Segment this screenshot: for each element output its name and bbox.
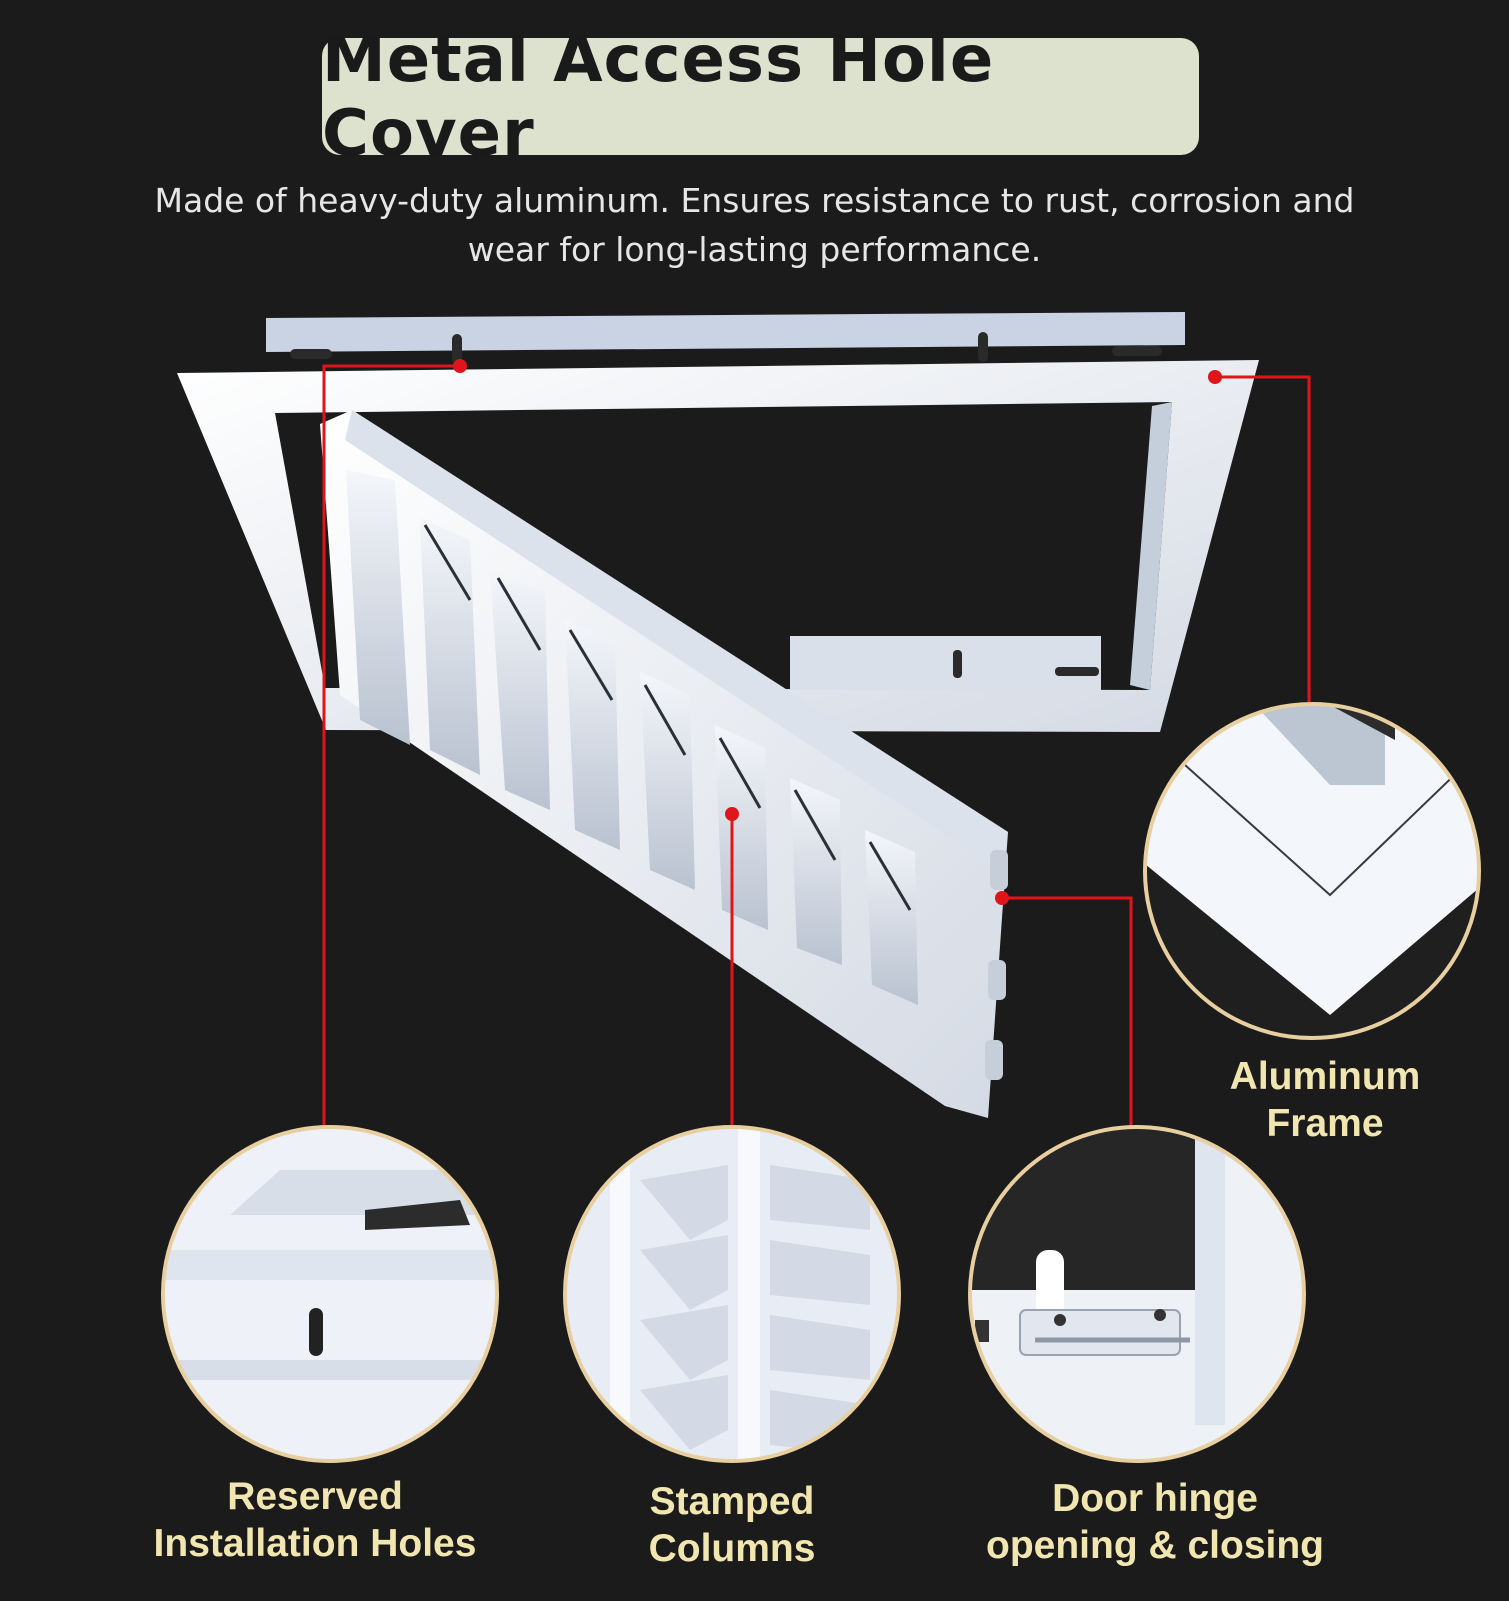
zoom-aluminum-frame: [1143, 702, 1481, 1040]
label-door-hinge: Door hinge opening & closing: [960, 1475, 1350, 1569]
label-installation-holes: Reserved Installation Holes: [120, 1473, 510, 1567]
label-stamped-columns: Stamped Columns: [582, 1478, 882, 1572]
zoom-stamped-columns: [563, 1125, 901, 1463]
leader-aluminum-frame: [1215, 375, 1311, 705]
description-line-2: wear for long-lasting performance.: [467, 230, 1042, 269]
leader-installation-holes: [322, 364, 460, 1125]
label-installation-holes-line-2: Installation Holes: [153, 1522, 477, 1565]
label-stamped-columns-line-2: Columns: [648, 1527, 816, 1570]
hinge-pins: [985, 850, 1008, 1080]
marker-dot-door-hinge: [995, 891, 1009, 905]
leader-door-hinge: [1002, 896, 1133, 1128]
marker-dot-aluminum-frame: [1208, 370, 1222, 384]
marker-dot-installation-holes: [453, 359, 467, 373]
label-installation-holes-line-1: Reserved: [227, 1475, 403, 1518]
description-text: Made of heavy-duty aluminum. Ensures res…: [60, 176, 1449, 274]
door-slats: [346, 470, 918, 1005]
label-stamped-columns-line-1: Stamped: [649, 1480, 815, 1523]
mounting-flange: [266, 312, 1185, 364]
mounting-slot: [953, 650, 962, 678]
mounting-slot: [1112, 346, 1162, 356]
title-banner: Metal Access Hole Cover: [322, 23, 1199, 171]
page-title: Metal Access Hole Cover: [322, 22, 995, 171]
mounting-slot: [452, 334, 462, 364]
mounting-slot: [1055, 667, 1099, 676]
zoom-door-hinge: [968, 1125, 1306, 1463]
outer-frame: [177, 360, 1259, 732]
louvered-door: [320, 410, 1008, 1118]
zoom-installation-holes: [161, 1125, 499, 1463]
mounting-slot: [978, 332, 988, 362]
label-door-hinge-line-1: Door hinge: [1052, 1477, 1258, 1520]
leader-lines: [322, 364, 1311, 1128]
mounting-slot: [290, 349, 332, 359]
label-aluminum-frame-line-2: Frame: [1266, 1102, 1384, 1145]
label-aluminum-frame-line-1: Aluminum: [1229, 1055, 1421, 1098]
description-line-1: Made of heavy-duty aluminum. Ensures res…: [154, 181, 1355, 220]
marker-dot-stamped-columns: [725, 807, 739, 821]
label-aluminum-frame: Aluminum Frame: [1175, 1053, 1475, 1147]
label-door-hinge-line-2: opening & closing: [986, 1524, 1324, 1567]
